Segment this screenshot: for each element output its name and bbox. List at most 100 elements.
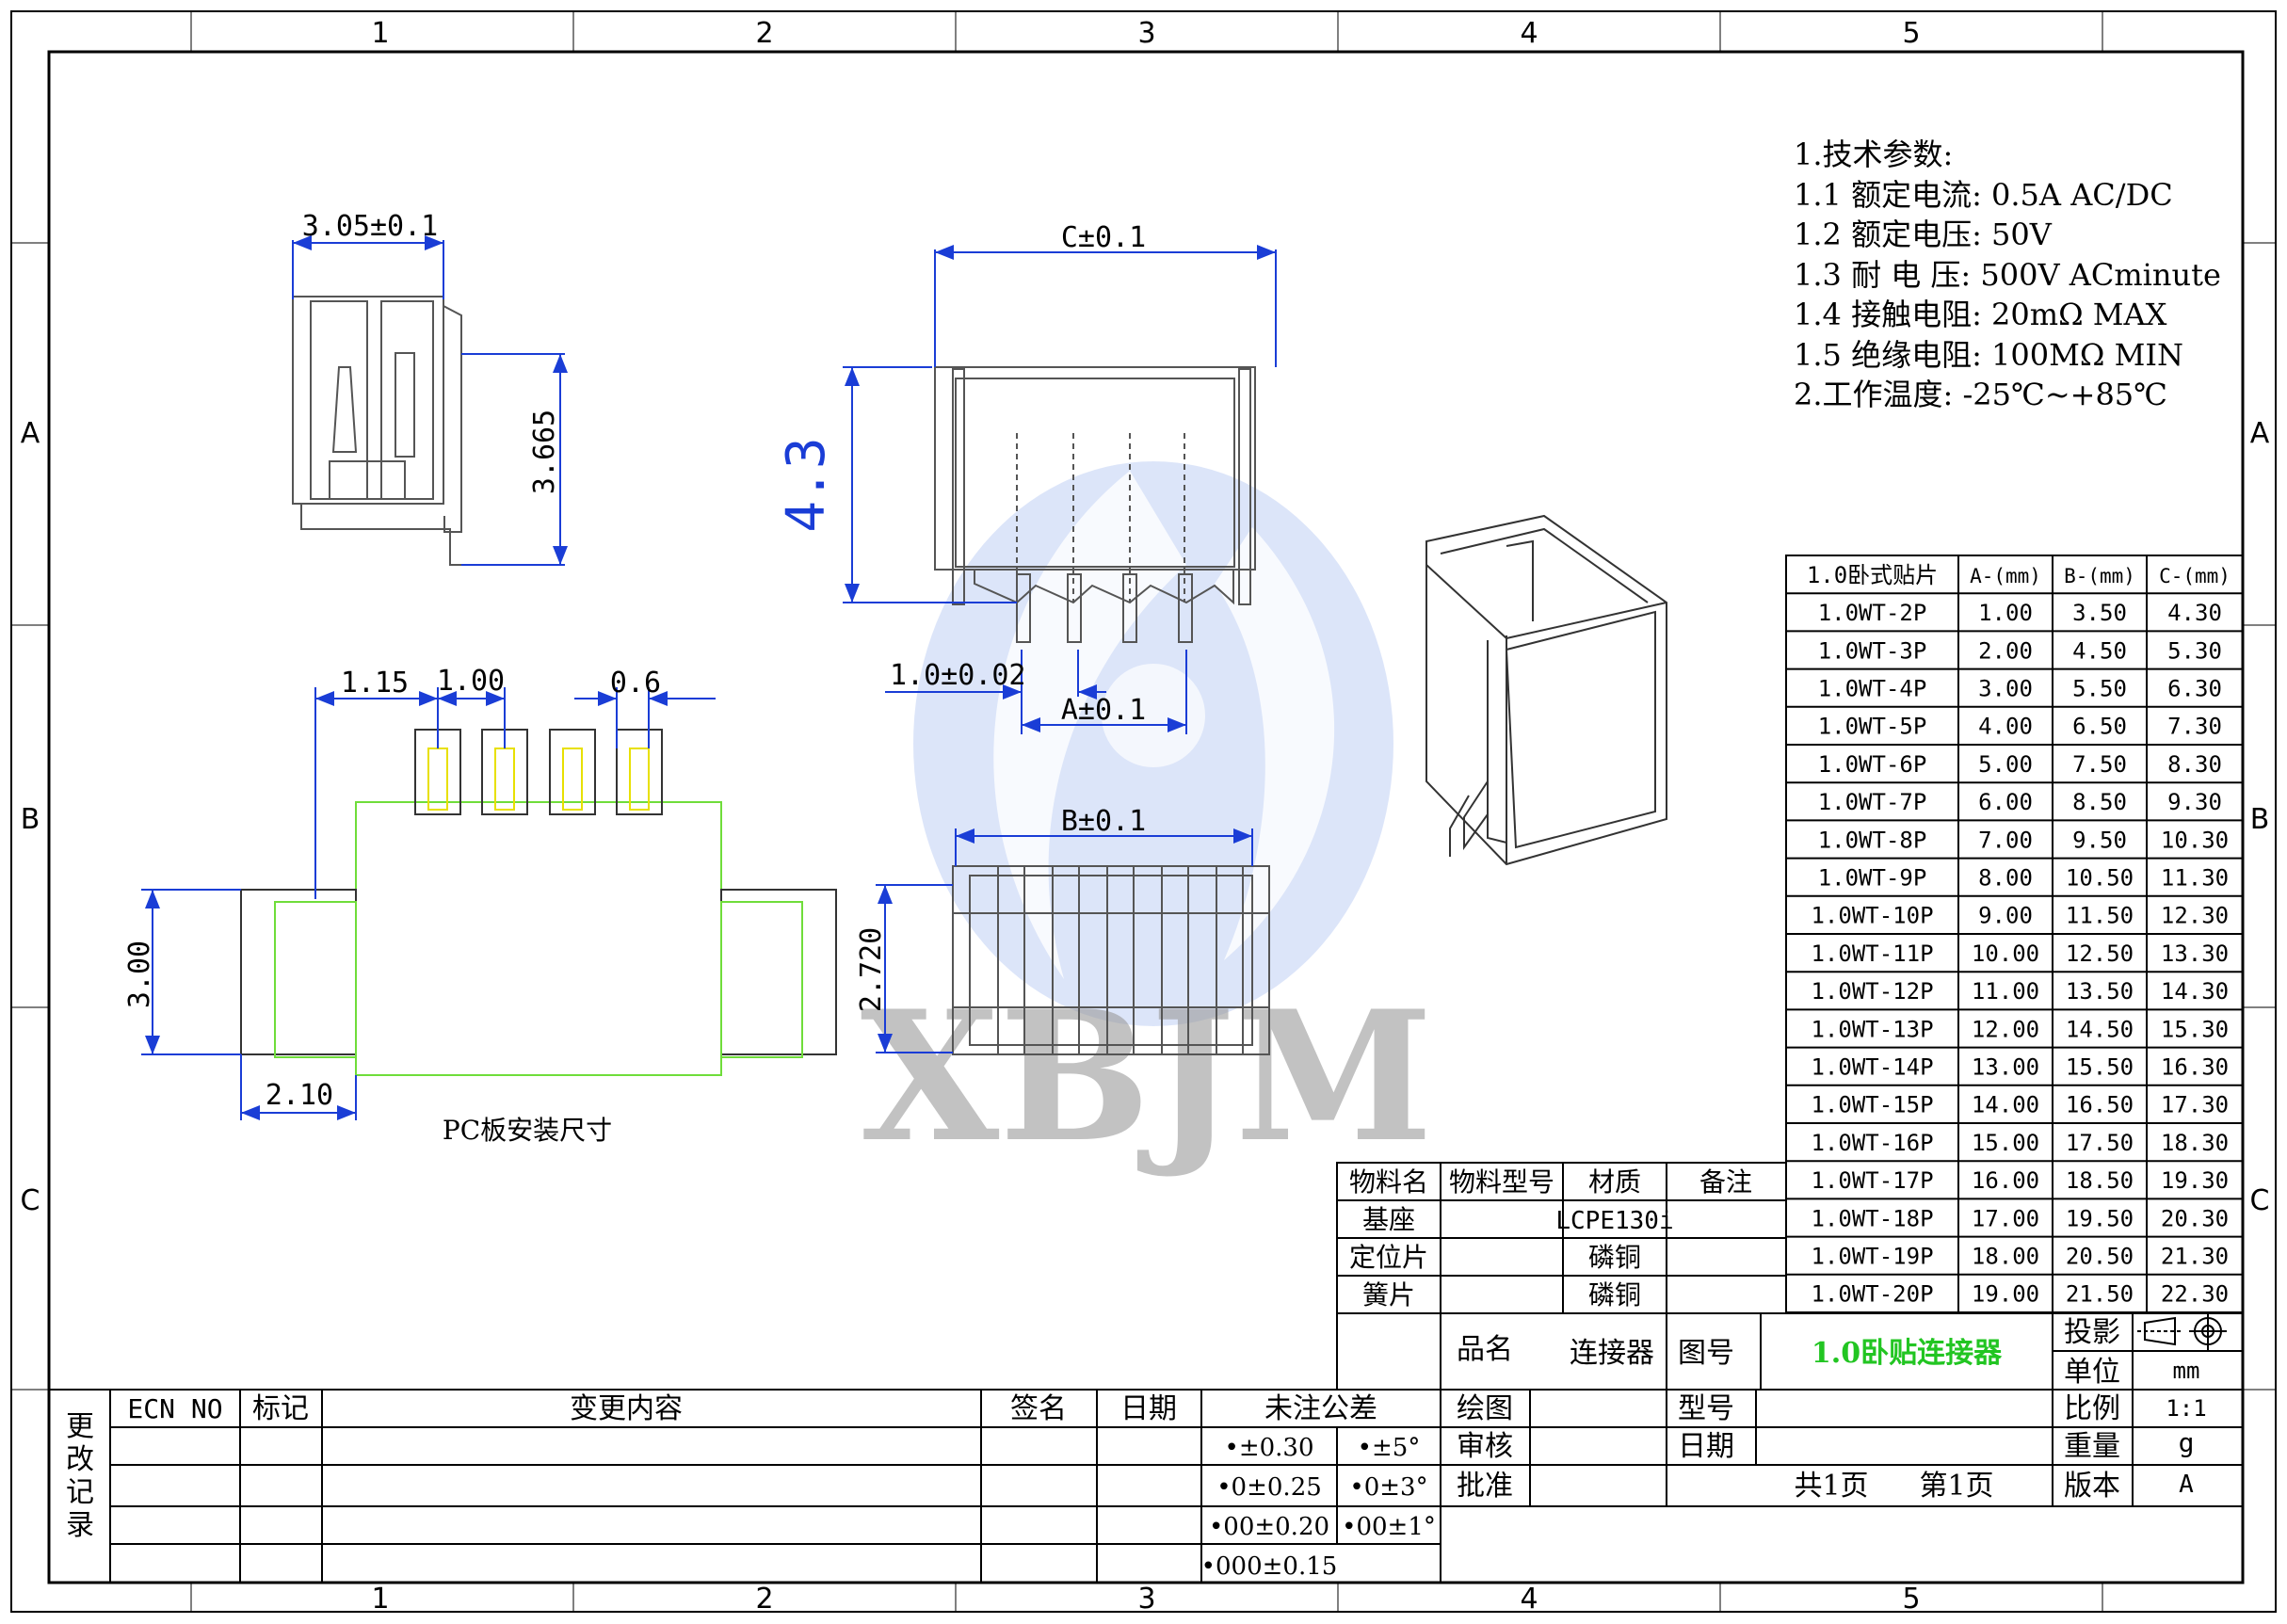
rev-header-content: 变更内容: [570, 1392, 683, 1425]
rev-header-sign: 签名: [1010, 1392, 1067, 1425]
draw-label: 绘图: [1457, 1392, 1513, 1425]
size-cell-b: 6.50: [2072, 714, 2127, 740]
col-label-top-3: 3: [1137, 17, 1155, 50]
size-cell-c: 4.30: [2167, 600, 2222, 626]
mat-header-name: 物料名: [1349, 1166, 1428, 1198]
size-header-model: 1.0卧式贴片: [1807, 562, 1938, 588]
tolerance-angular-1: •±5°: [1358, 1434, 1421, 1462]
size-cell-model: 1.0WT-7P: [1818, 789, 1927, 815]
size-cell-a: 13.00: [1972, 1054, 2039, 1081]
size-cell-a: 10.00: [1972, 941, 2039, 967]
dim-side-height: 3.665: [528, 410, 561, 494]
pcb-caption: PC板安装尺寸: [443, 1115, 612, 1146]
revision-side-4: 录: [66, 1509, 94, 1542]
spec-line-2: 1.2 额定电压: 50V: [1794, 217, 2053, 252]
scale-value: 1:1: [2166, 1395, 2206, 1422]
size-cell-b: 7.50: [2072, 751, 2127, 778]
size-cell-a: 4.00: [1978, 714, 2033, 740]
frame-labels: 1 2 3 4 5 1 2 3 4 5 A B C A B C: [21, 17, 2270, 1616]
size-cell-a: 18.00: [1972, 1244, 2039, 1270]
spec-line-3: 1.3 耐 电 压: 500V ACminute: [1794, 257, 2221, 293]
dim-bottom-depth: 2.720: [855, 927, 888, 1012]
page-number: 第1页: [1919, 1470, 1993, 1503]
size-cell-b: 21.50: [2066, 1281, 2134, 1308]
row-label-left-c: C: [21, 1184, 40, 1217]
dim-front-width: C±0.1: [1061, 221, 1146, 254]
size-cell-c: 22.30: [2161, 1281, 2229, 1308]
size-cell-a: 14.00: [1972, 1092, 2039, 1118]
dim-pcb-tab-width: 2.10: [266, 1079, 333, 1112]
size-cell-c: 21.30: [2161, 1244, 2229, 1270]
size-cell-a: 16.00: [1972, 1167, 2039, 1194]
size-cell-model: 1.0WT-11P: [1811, 941, 1933, 967]
size-cell-model: 1.0WT-12P: [1811, 978, 1933, 1005]
mat-row-2-material: 磷铜: [1588, 1242, 1641, 1273]
size-cell-b: 18.50: [2066, 1167, 2134, 1194]
revision-side-1: 更: [66, 1410, 94, 1443]
size-cell-b: 14.50: [2066, 1016, 2134, 1042]
size-cell-a: 7.00: [1978, 827, 2033, 853]
size-cell-model: 1.0WT-16P: [1811, 1130, 1933, 1156]
front-view: [934, 366, 1256, 643]
col-label-bottom-5: 5: [1902, 1583, 1920, 1616]
version-label: 版本: [2064, 1470, 2120, 1503]
size-cell-c: 7.30: [2167, 714, 2222, 740]
size-cell-model: 1.0WT-20P: [1811, 1281, 1933, 1308]
size-cell-model: 1.0WT-4P: [1818, 676, 1927, 702]
tolerance-linear-1: •±0.30: [1224, 1434, 1313, 1462]
revision-side-2: 改: [66, 1443, 94, 1476]
size-cell-model: 1.0WT-8P: [1818, 827, 1927, 853]
size-cell-b: 15.50: [2066, 1054, 2134, 1081]
size-cell-c: 12.30: [2161, 903, 2229, 929]
rev-header-date: 日期: [1120, 1392, 1177, 1425]
size-cell-b: 20.50: [2066, 1244, 2134, 1270]
size-cell-b: 13.50: [2066, 978, 2134, 1005]
size-cell-model: 1.0WT-6P: [1818, 751, 1927, 778]
check-label: 审核: [1457, 1430, 1513, 1463]
col-label-top-1: 1: [371, 17, 389, 50]
size-cell-b: 9.50: [2072, 827, 2127, 853]
size-cell-c: 16.30: [2161, 1054, 2229, 1081]
size-cell-b: 3.50: [2072, 600, 2127, 626]
pcb-dims: [141, 687, 716, 1120]
size-cell-b: 10.50: [2066, 865, 2134, 892]
size-cell-b: 11.50: [2066, 903, 2134, 929]
spec-heading: 1.技术参数:: [1794, 137, 1953, 172]
row-label-left-a: A: [21, 417, 40, 450]
date-label: 日期: [1678, 1430, 1734, 1463]
total-pages: 共1页: [1794, 1470, 1868, 1503]
scale-label: 比例: [2064, 1392, 2120, 1425]
drawing-number-label: 图号: [1678, 1337, 1734, 1370]
row-label-left-b: B: [21, 803, 40, 836]
tolerance-angular-3: •00±1°: [1342, 1513, 1436, 1541]
size-cell-model: 1.0WT-18P: [1811, 1205, 1933, 1231]
tolerance-linear-3: •00±0.20: [1209, 1513, 1329, 1541]
col-label-bottom-2: 2: [755, 1583, 773, 1616]
size-cell-c: 20.30: [2161, 1205, 2229, 1231]
size-cell-c: 14.30: [2161, 978, 2229, 1005]
col-label-bottom-4: 4: [1520, 1583, 1538, 1616]
size-cell-a: 17.00: [1972, 1205, 2039, 1231]
mat-row-1-material: LCPE130i: [1555, 1207, 1673, 1235]
col-label-top-5: 5: [1902, 17, 1920, 50]
isometric-view: [1425, 514, 1667, 866]
product-label: 品名: [1457, 1333, 1513, 1366]
model-label: 型号: [1678, 1392, 1734, 1425]
size-cell-b: 5.50: [2072, 676, 2127, 702]
revision-block: [49, 1389, 1441, 1583]
watermark-text: XBJM: [861, 972, 1433, 1182]
unit-value: mm: [2173, 1358, 2200, 1384]
size-cell-a: 6.00: [1978, 789, 2033, 815]
size-cell-model: 1.0WT-14P: [1811, 1054, 1933, 1081]
projection-label: 投影: [2064, 1316, 2120, 1349]
size-cell-b: 16.50: [2066, 1092, 2134, 1118]
size-cell-b: 12.50: [2066, 941, 2134, 967]
weight-label: 重量: [2064, 1430, 2120, 1463]
projection-icon: [2137, 1312, 2227, 1350]
size-cell-model: 1.0WT-5P: [1818, 714, 1927, 740]
size-cell-c: 9.30: [2167, 789, 2222, 815]
size-cell-model: 1.0WT-13P: [1811, 1016, 1933, 1042]
drawing-number-value: 1.0卧贴连接器: [1812, 1337, 2003, 1370]
size-cell-a: 19.00: [1972, 1281, 2039, 1308]
